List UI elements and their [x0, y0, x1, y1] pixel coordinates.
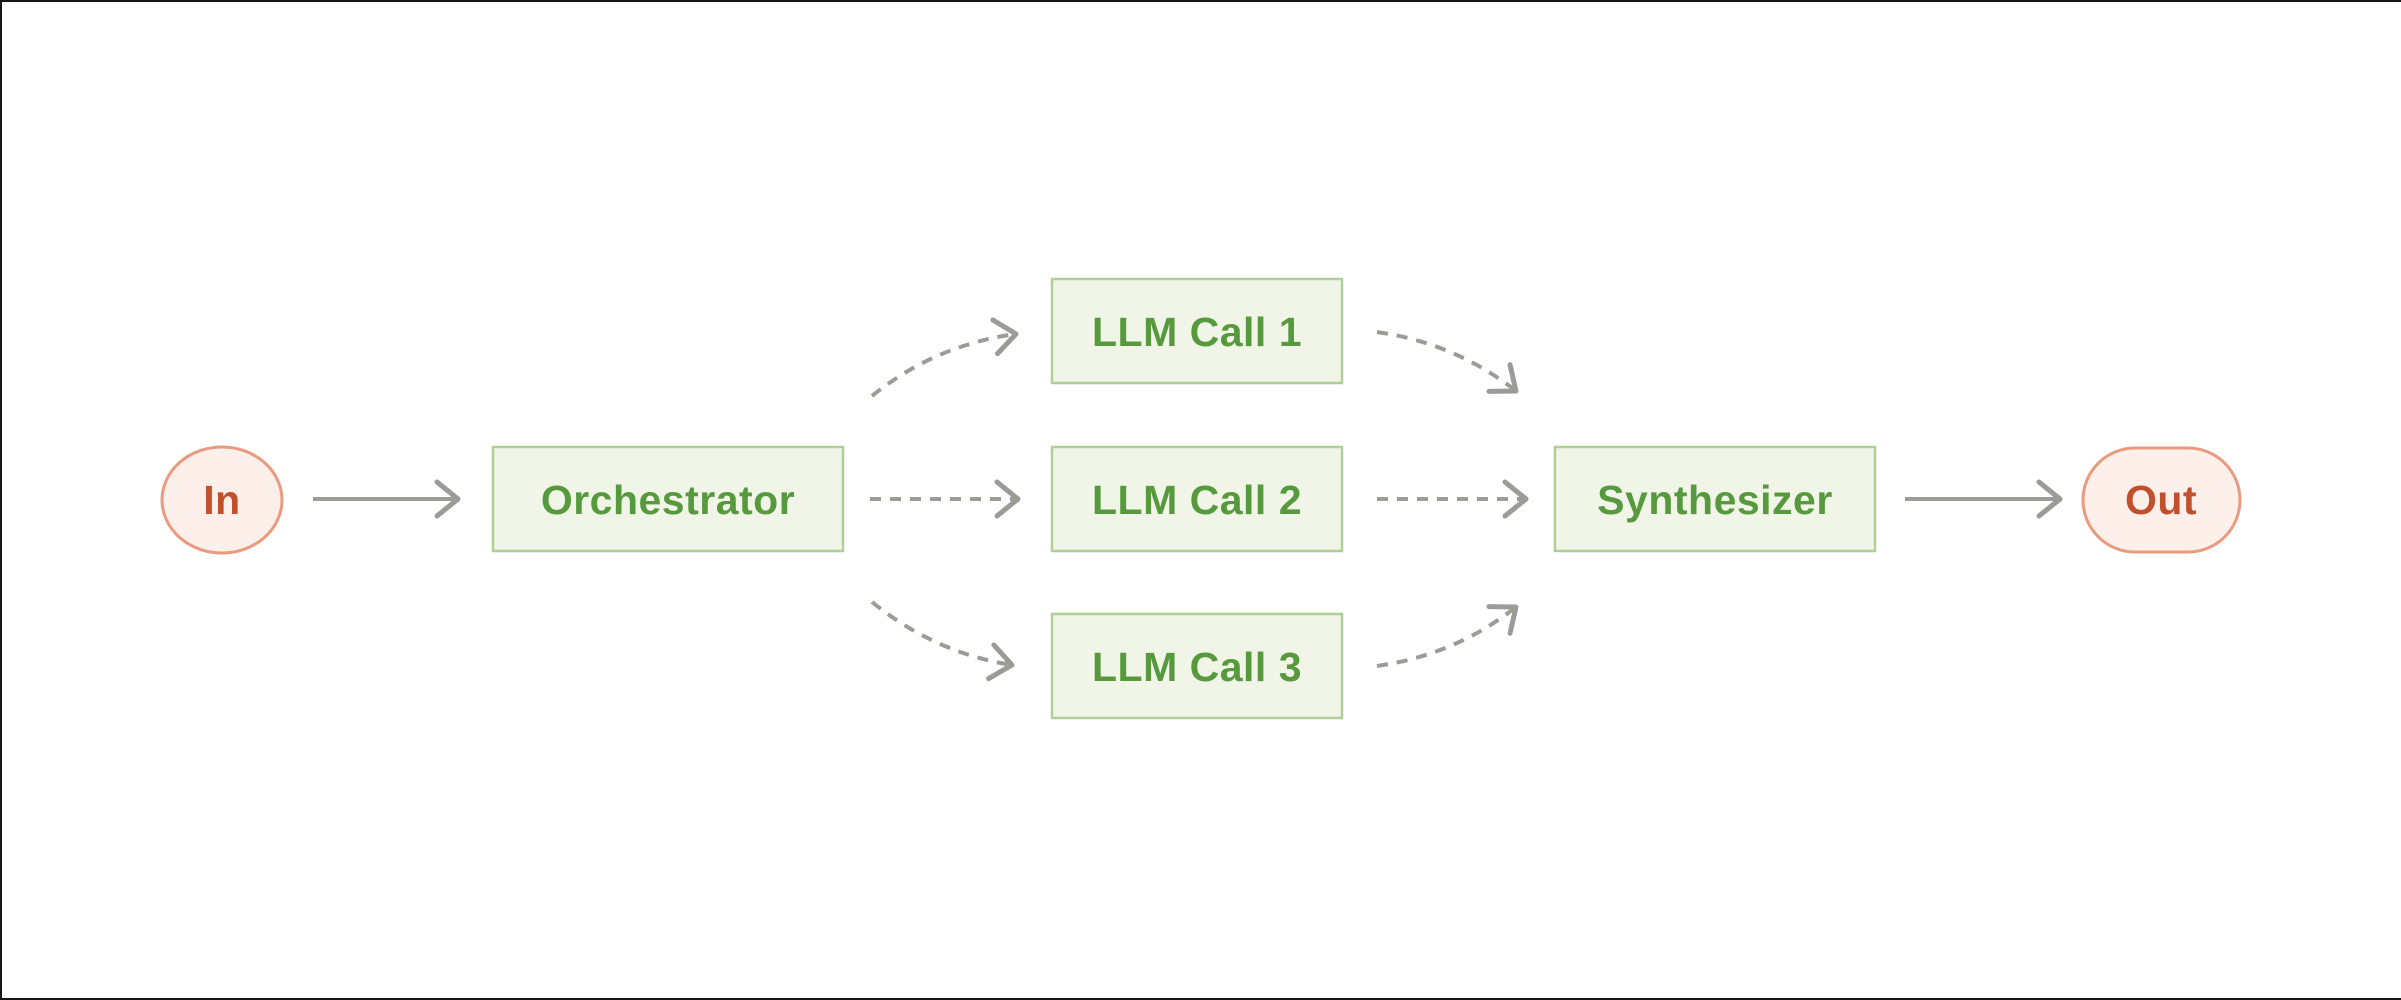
- node-llm-call-1: LLM Call 1: [1050, 277, 1344, 385]
- edges: [313, 317, 2063, 682]
- node-orchestrator: Orchestrator: [491, 445, 845, 553]
- node-llm-call-1-label: LLM Call 1: [1092, 309, 1302, 355]
- node-llm-call-2-shape: [1050, 445, 1344, 553]
- window-edge-bottom: [0, 998, 2401, 1000]
- node-synthesizer-label: Synthesizer: [1597, 477, 1833, 523]
- node-out-label: Out: [2125, 477, 2197, 523]
- node-llm-call-3-label: LLM Call 3: [1092, 644, 1302, 690]
- node-synthesizer: Synthesizer: [1553, 445, 1877, 553]
- edge-orchestrator-to-llm-call-3: [870, 600, 1015, 682]
- node-out-shape: [2081, 446, 2242, 554]
- edge-llm-call-1-to-synthesizer: [1376, 330, 1519, 394]
- window-edge-top: [0, 0, 2401, 2]
- node-orchestrator-shape: [491, 445, 845, 553]
- node-llm-call-2-label: LLM Call 2: [1092, 477, 1302, 523]
- node-in-shape: [160, 445, 284, 555]
- node-llm-call-3-shape: [1050, 612, 1344, 720]
- node-orchestrator-label: Orchestrator: [541, 477, 795, 523]
- node-in: In: [160, 445, 284, 555]
- node-in-label: In: [203, 477, 240, 523]
- edge-llm-call-3-to-synthesizer: [1376, 604, 1519, 668]
- window-edge-left: [0, 0, 2, 1000]
- node-synthesizer-shape: [1553, 445, 1877, 553]
- node-llm-call-1-shape: [1050, 277, 1344, 385]
- node-llm-call-2: LLM Call 2: [1050, 445, 1344, 553]
- node-llm-call-3: LLM Call 3: [1050, 612, 1344, 720]
- edge-orchestrator-to-llm-call-1: [870, 317, 1019, 398]
- node-out: Out: [2081, 446, 2242, 554]
